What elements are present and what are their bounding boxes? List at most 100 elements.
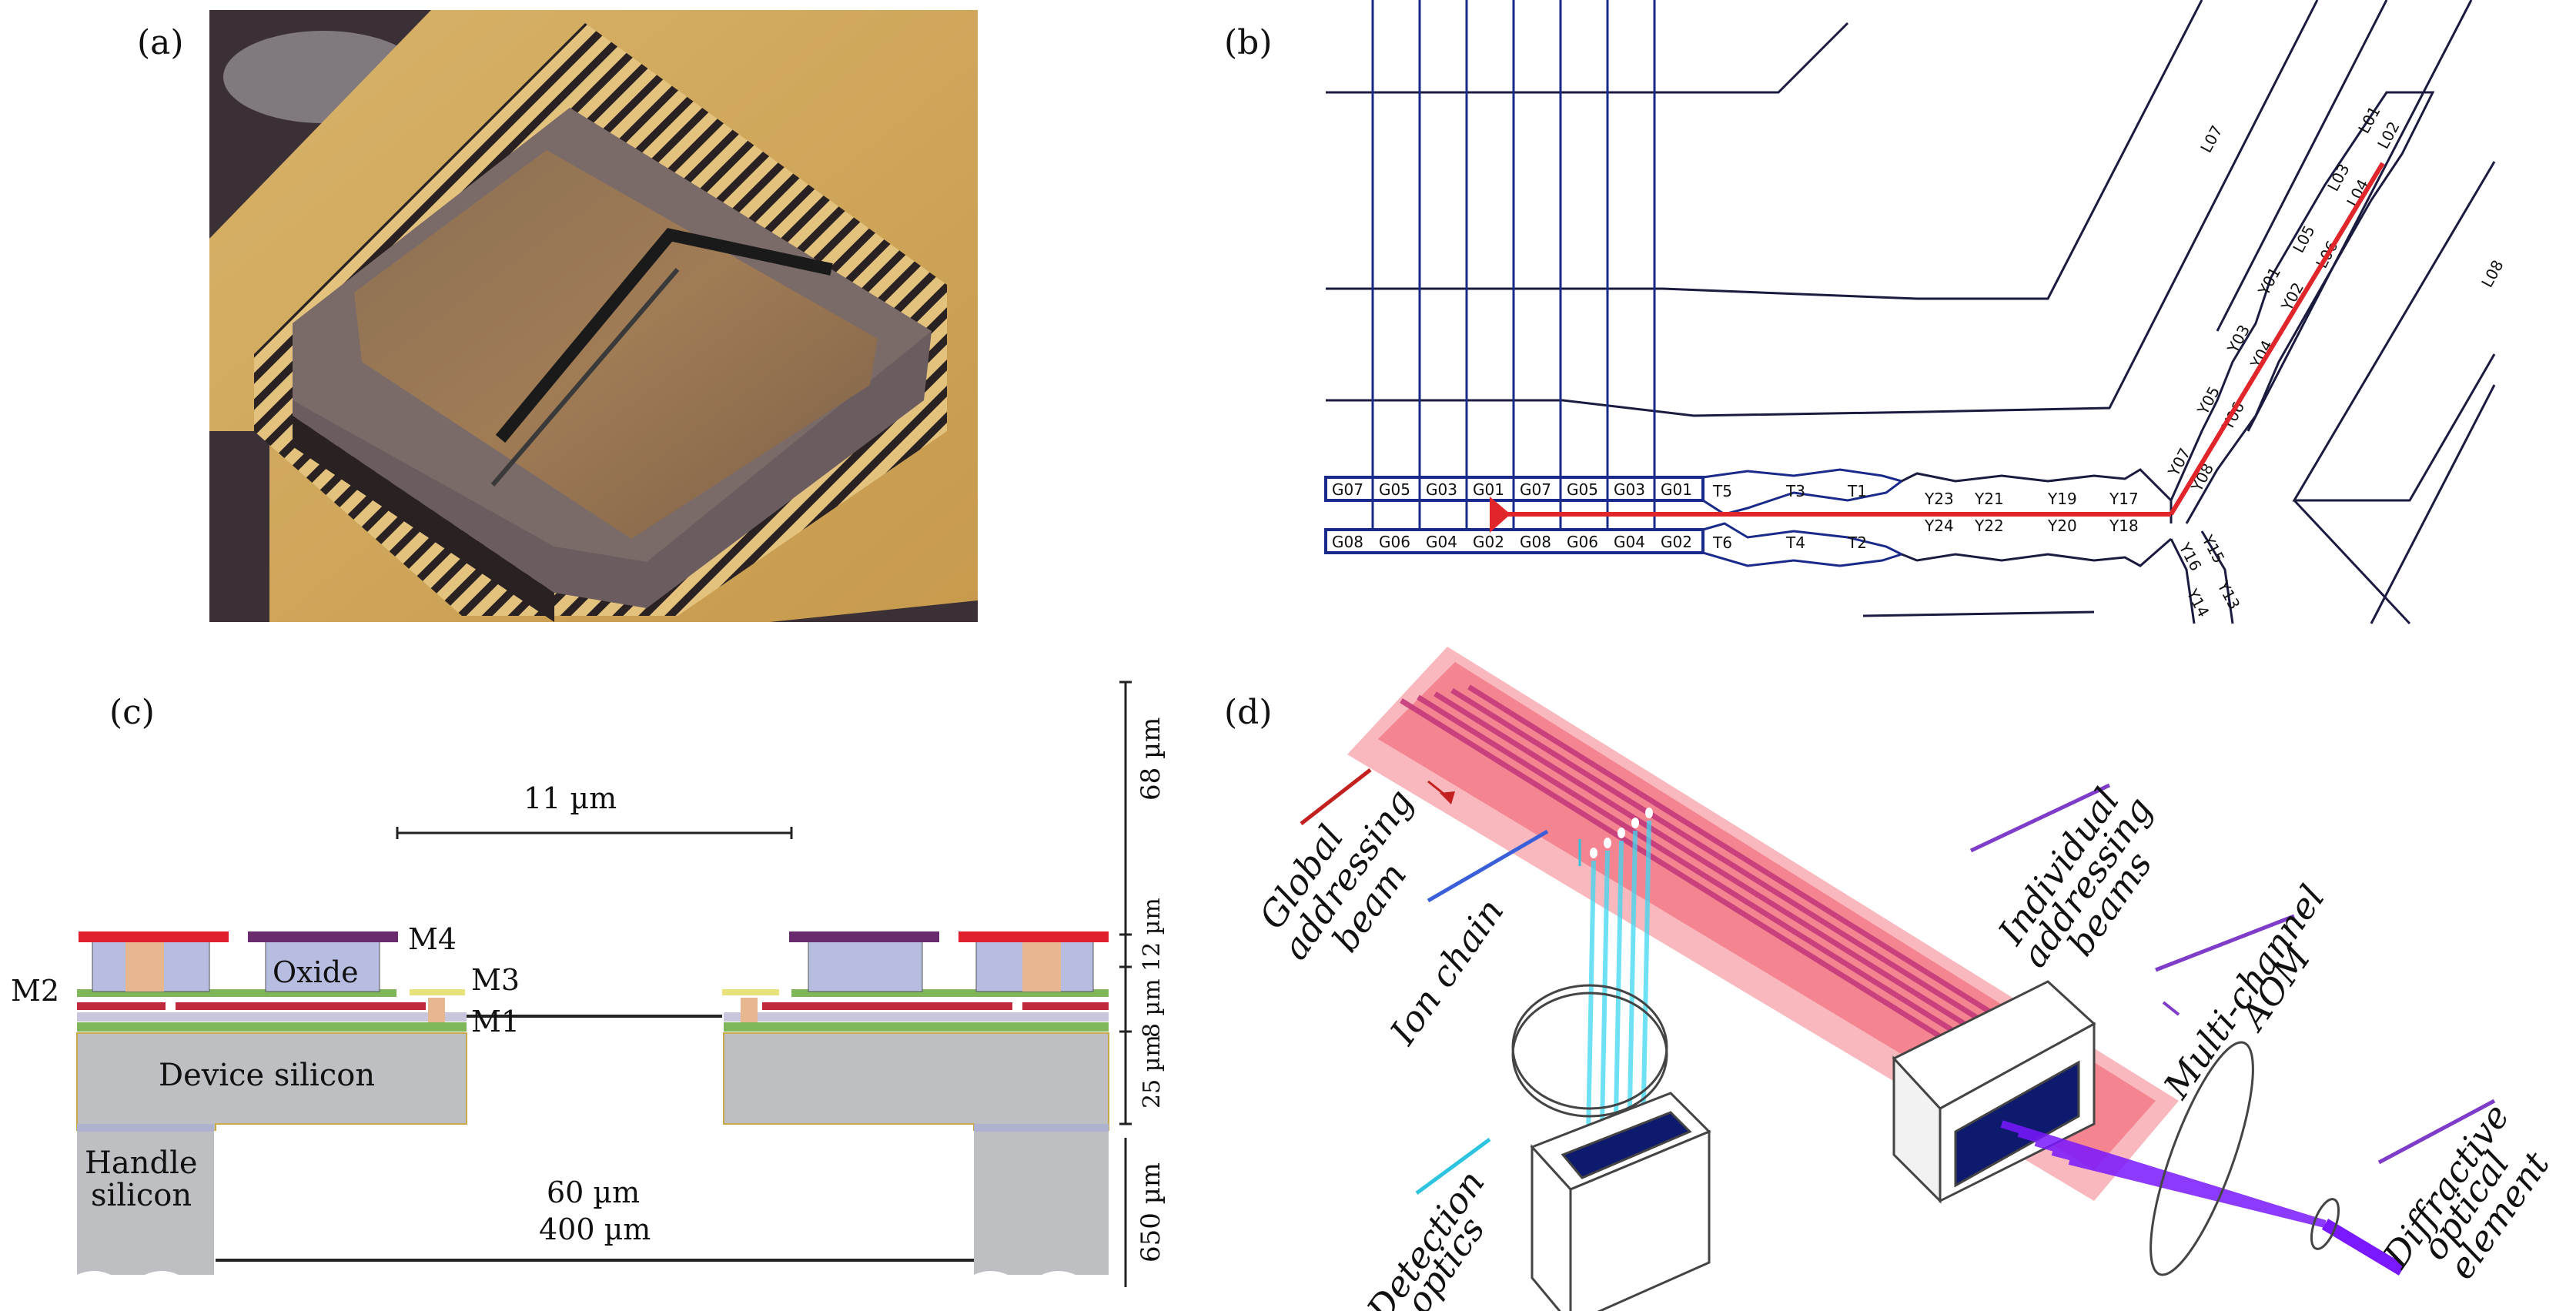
electrode-label: Y18 [2109,517,2139,535]
individual-beam [1417,694,2012,1069]
electrode-label: G02 [1473,533,1504,551]
electrode-label: Y21 [1974,490,2004,508]
leg-outline-1 [2216,0,2388,332]
ion-chain-ions [1590,808,1653,858]
individual-beam-lines [1400,684,2063,1072]
detection-beams [1585,820,1651,1175]
detection-beam [1627,830,1638,1147]
electrode-label: G04 [1614,533,1645,551]
rail-outline-2 [1326,0,2203,300]
electrode-label: Y17 [2109,490,2139,508]
uv-beam [2034,1139,2327,1228]
electrode-label: T1 [1847,482,1867,500]
label-detection-2: optics [1397,1209,1493,1311]
electrode-label: Y03 [2223,322,2253,356]
dim-12um: 12 µm [1139,898,1166,972]
individual-beam [1450,687,2046,1062]
electrode-label: Y02 [2277,279,2307,314]
electrode-label: G07 [1332,480,1363,499]
electrode-label: Y15 [2198,531,2228,566]
leg-outline-3 [2292,161,2496,502]
electrode-label: G03 [1614,480,1645,499]
dim-60um: 60 µm [547,1176,640,1209]
panel-c-label: (c) [109,693,155,732]
electrode-label: Y16 [2175,539,2205,574]
dimension-lines [216,681,1132,1287]
electrode-label: T5 [1712,482,1732,500]
uv-beam [2017,1129,2327,1228]
electrode-label: G05 [1567,480,1598,499]
electrode-label: G06 [1567,533,1598,551]
dim-25um: 25 µm [1139,1035,1166,1109]
electrode-label: G06 [1379,533,1410,551]
label-doe-3: element [2441,1144,2558,1286]
label-doe-2: optical [2414,1144,2517,1268]
dim-68um: 68 µm [1136,717,1166,801]
electrode-label: L08 [2477,257,2507,291]
detection-optics-box [1530,1092,1711,1311]
electrode-label: Y23 [1924,490,1954,508]
diffractive-optical-element [2310,1198,2340,1250]
aom-window [1954,1060,2080,1188]
panel-b-label: (b) [1224,23,1273,62]
bottom-rail [1862,610,2095,617]
chip-photo [209,10,978,622]
ion [1604,838,1611,848]
t-electrodes-bottom [1701,522,1905,567]
junction-arm-outline [2170,91,2435,524]
uv-beam [2000,1120,2327,1228]
uv-beam [2051,1148,2327,1228]
label-handle-silicon-1: Handle [85,1145,198,1181]
leg-outline-2 [2246,0,2473,432]
ion [1645,808,1653,818]
ion [1618,828,1625,838]
electrode-label: G01 [1661,480,1692,499]
electrode-label: G05 [1379,480,1410,499]
electrode-label: L01 [2354,103,2384,137]
electrode-label: Y13 [2213,577,2243,612]
layer-stack-right [722,931,1109,1032]
individual-beam [1467,684,2063,1059]
electrode-label: Y19 [2047,490,2077,508]
label-m1: M1 [471,1005,520,1038]
electrode-label: T2 [1847,533,1867,552]
electrode-label: L04 [2343,176,2372,210]
electrode-label: Y06 [2218,399,2248,433]
electrode-label: L02 [2374,119,2403,152]
detection-beam [1613,840,1624,1156]
panel-a-label: (a) [137,23,184,62]
detection-lens [1511,984,1668,1110]
label-m4: M4 [408,922,457,956]
electrode-label: G01 [1473,480,1504,499]
electrode-label: G04 [1426,533,1457,551]
focusing-lens [2149,1041,2254,1276]
label-ion-chain: Ion chain [1381,891,1511,1052]
device-silicon-layer [76,1032,1109,1131]
electrode-label: G02 [1661,533,1692,551]
electrode-label: Y05 [2193,383,2223,418]
electrode-label: Y04 [2246,337,2277,372]
rail-outline-3 [1326,0,2319,417]
junction-top-outline [1901,468,2173,523]
detection-beam [1585,860,1596,1175]
electrode-label: T3 [1785,482,1805,500]
leg-outline-5 [2370,384,2496,624]
global-addressing-beam [1347,647,2179,1201]
label-individual-2: addressing [2013,789,2160,975]
label-doe-1: Diffractive [2374,1096,2517,1276]
electrode-label: Y07 [2164,445,2194,480]
individual-beam [1434,691,2029,1066]
buried-oxide-strip [77,1124,1109,1132]
electrode-label: G08 [1332,533,1363,551]
label-oxide: Oxide [273,955,359,989]
label-m2: M2 [11,974,59,1008]
individual-beam [1400,698,1996,1072]
electrode-label: T6 [1712,533,1732,552]
electrode-label: L06 [2312,238,2341,272]
